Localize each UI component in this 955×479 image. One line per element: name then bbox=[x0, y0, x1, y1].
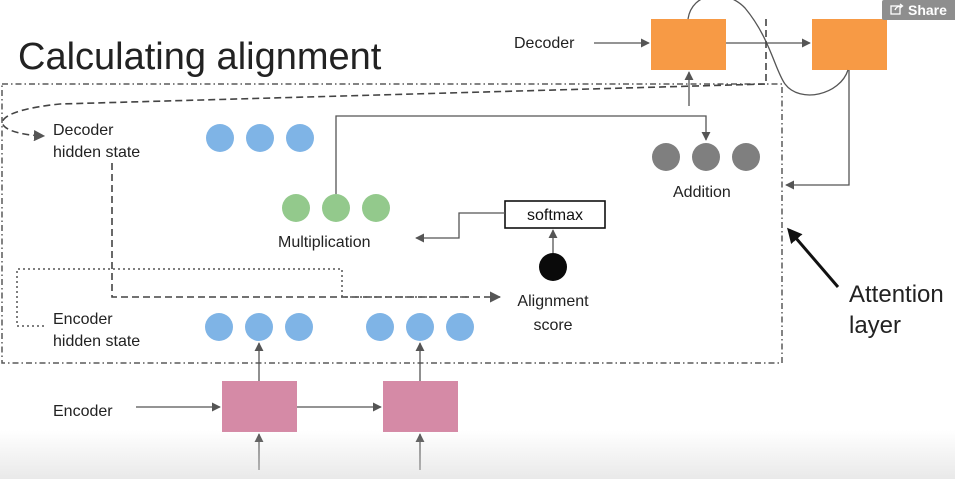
encoder-block-2 bbox=[383, 381, 458, 432]
multiplication-unit bbox=[362, 194, 390, 222]
decoder-state-feedback bbox=[1, 19, 767, 142]
decoder-hidden-state-label-line2: hidden state bbox=[53, 144, 140, 161]
decoder-state-to-alignment-path bbox=[111, 163, 502, 303]
attention-layer-pointer bbox=[787, 227, 840, 288]
encoder-hidden-state-unit bbox=[366, 313, 394, 341]
encoder-hidden-state-label-line1: Encoder bbox=[53, 311, 113, 328]
addition-label: Addition bbox=[673, 184, 731, 201]
softmax-to-multiplication-arrow bbox=[415, 212, 505, 243]
decoder-hidden-state-label-line1: Decoder bbox=[53, 122, 114, 139]
softmax-label: softmax bbox=[527, 207, 583, 224]
decoder-hidden-state-unit bbox=[286, 124, 314, 152]
attention-layer-label-line1: Attention bbox=[849, 281, 944, 308]
encoder-state-to-alignment-path bbox=[16, 268, 470, 327]
share-button[interactable]: Share bbox=[882, 0, 955, 20]
decoder2-to-attention-arrow bbox=[785, 70, 850, 190]
encoder-hidden-state-unit bbox=[446, 313, 474, 341]
decoder-block-2 bbox=[812, 19, 887, 70]
encoder-hidden-state-unit bbox=[205, 313, 233, 341]
multiplication-unit bbox=[322, 194, 350, 222]
encoder-block-1 bbox=[222, 381, 297, 432]
multiplication-label: Multiplication bbox=[278, 234, 370, 251]
alignment-score-node bbox=[539, 253, 567, 281]
share-label: Share bbox=[908, 2, 947, 18]
addition-unit bbox=[652, 143, 680, 171]
share-icon bbox=[890, 2, 904, 18]
addition-unit bbox=[732, 143, 760, 171]
encoder-hidden-state-label-line2: hidden state bbox=[53, 333, 140, 350]
encoder-hidden-state-unit bbox=[285, 313, 313, 341]
multiplication-unit bbox=[282, 194, 310, 222]
alignment-score-label-line2: score bbox=[533, 317, 572, 334]
slide-title: Calculating alignment bbox=[18, 36, 382, 78]
encoder-label: Encoder bbox=[53, 403, 113, 420]
decoder-block-1 bbox=[651, 19, 726, 70]
alignment-score-label-line1: Alignment bbox=[517, 293, 589, 310]
attention-layer-boundary bbox=[1, 83, 783, 364]
decoder-feedback-curve bbox=[687, 0, 849, 96]
decoder-hidden-state-unit bbox=[206, 124, 234, 152]
attention-layer-label-line2: layer bbox=[849, 312, 901, 339]
decoder-hidden-state-unit bbox=[246, 124, 274, 152]
encoder-hidden-state-unit bbox=[406, 313, 434, 341]
softmax-box bbox=[504, 200, 606, 229]
encoder-hidden-state-unit bbox=[245, 313, 273, 341]
multiplication-to-addition-arrow bbox=[335, 115, 711, 194]
addition-unit bbox=[692, 143, 720, 171]
decoder-label: Decoder bbox=[514, 35, 575, 52]
